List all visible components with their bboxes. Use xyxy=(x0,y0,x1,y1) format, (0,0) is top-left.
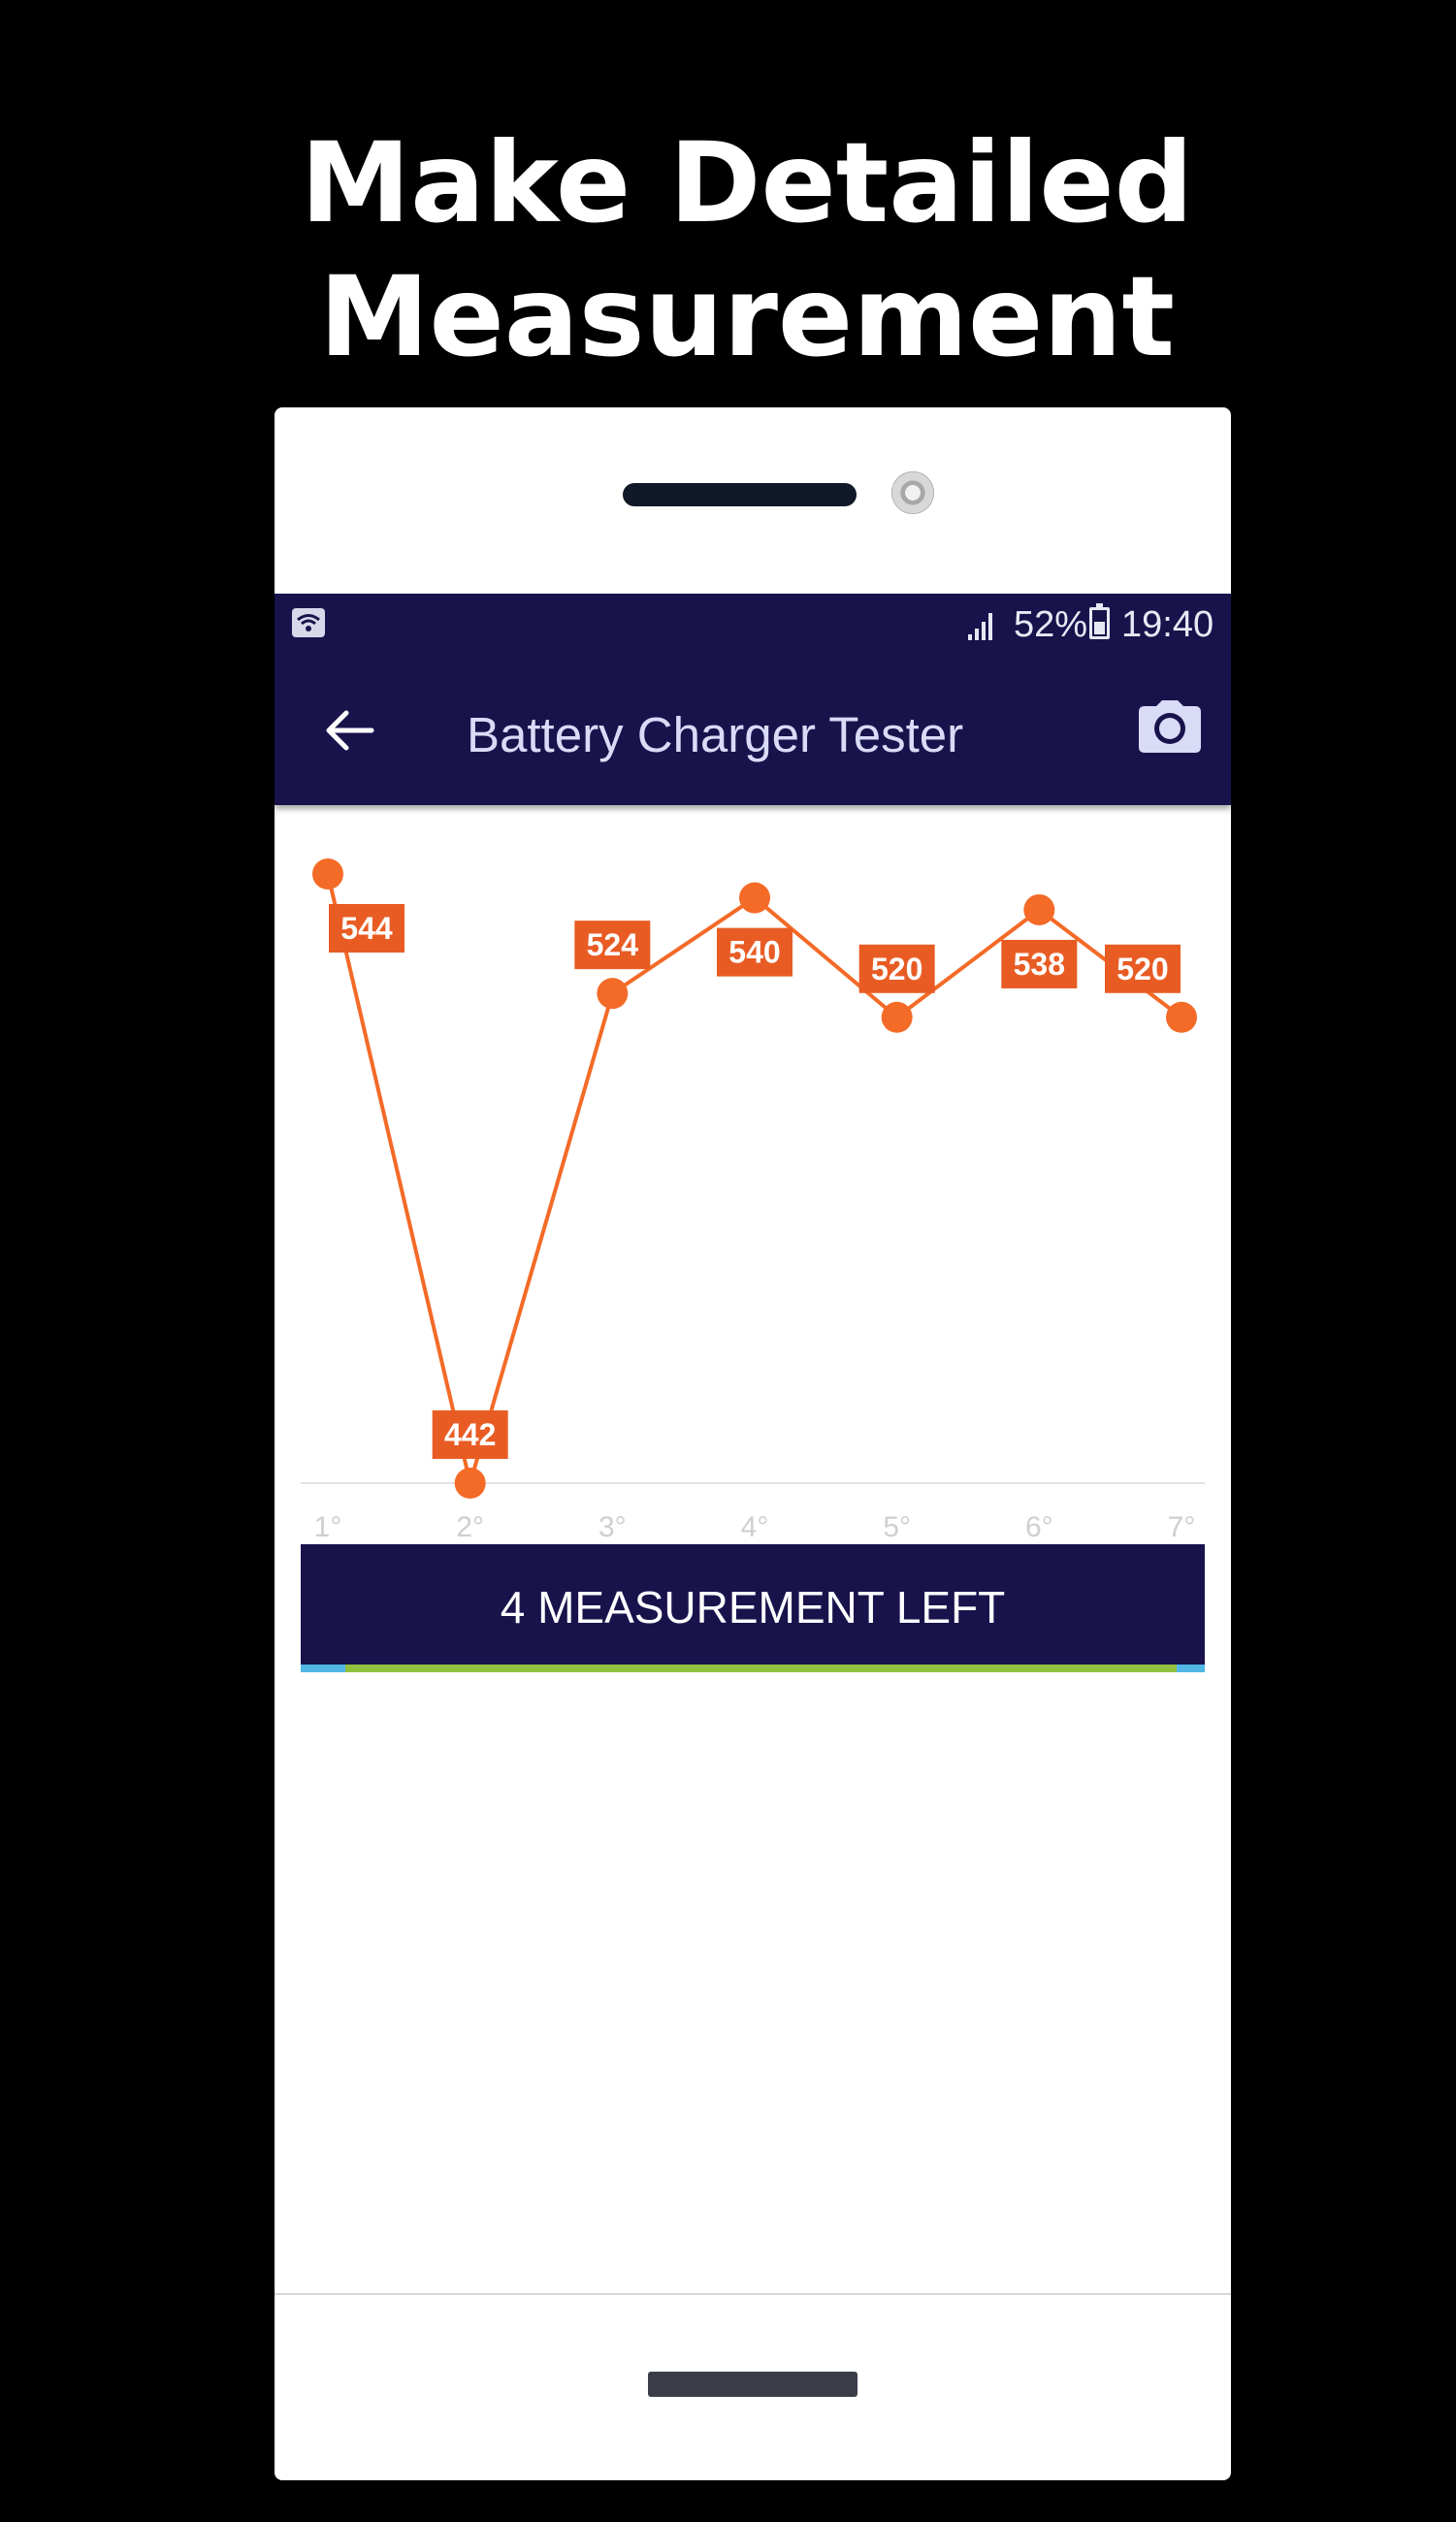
measurement-progress-bar xyxy=(301,1665,1205,1672)
app-bar: Battery Charger Tester xyxy=(275,658,1231,805)
data-label: 442 xyxy=(444,1417,496,1452)
camera-button[interactable] xyxy=(1133,693,1207,766)
phone-frame: 52% 19:40 Battery Charger Tester 544 1° 44… xyxy=(275,407,1231,2480)
data-label-box xyxy=(858,944,935,993)
nav-divider xyxy=(275,2293,1231,2295)
headline-line-1: Make Detailed xyxy=(300,118,1194,247)
data-label: 540 xyxy=(728,935,780,970)
front-camera-lens xyxy=(891,471,934,514)
data-point xyxy=(597,978,629,1010)
status-bar: 52% 19:40 xyxy=(275,594,1231,658)
home-indicator[interactable] xyxy=(648,2372,857,2397)
phone-speaker xyxy=(623,483,857,506)
wifi-icon xyxy=(292,608,325,637)
signal-strength-icon xyxy=(968,613,999,640)
data-point xyxy=(1023,893,1055,925)
measurement-left-label: 4 MEASUREMENT LEFT xyxy=(500,1582,1006,1633)
data-point xyxy=(881,1001,913,1033)
back-button[interactable] xyxy=(317,698,381,762)
line-chart: 544 1° 442 2° 524 3° 540 4° 520 5° 538 6° 520 7° xyxy=(301,858,1205,1543)
data-label-box xyxy=(329,904,404,953)
measurement-progress-fill xyxy=(345,1665,1178,1672)
data-label: 538 xyxy=(1014,947,1065,982)
battery-icon xyxy=(1089,603,1110,639)
data-label-box xyxy=(1001,939,1078,988)
data-label-box xyxy=(717,927,793,977)
arrow-left-icon xyxy=(326,710,374,751)
x-tick-label: 2° xyxy=(456,1511,484,1543)
x-tick-label: 7° xyxy=(1168,1511,1196,1543)
x-tick-label: 5° xyxy=(883,1511,911,1543)
data-point xyxy=(312,858,343,889)
headline-line-2: Measurement xyxy=(319,252,1175,381)
camera-icon xyxy=(1139,700,1201,753)
data-label: 544 xyxy=(340,911,393,946)
x-tick-label: 6° xyxy=(1025,1511,1053,1543)
battery-percentage: 52% xyxy=(1014,604,1088,645)
data-label: 524 xyxy=(587,927,639,962)
headline: Make Detailed Measurement xyxy=(0,116,1456,384)
data-point xyxy=(454,1468,486,1499)
x-tick-label: 3° xyxy=(599,1511,627,1543)
data-label-box xyxy=(574,921,651,970)
data-label: 520 xyxy=(1116,952,1168,986)
data-point xyxy=(1166,1001,1197,1033)
x-tick-label: 4° xyxy=(741,1511,769,1543)
status-time: 19:40 xyxy=(1121,604,1214,645)
x-tick-label: 1° xyxy=(314,1511,342,1543)
data-label-box xyxy=(1105,944,1181,993)
data-point xyxy=(739,882,770,914)
app-title: Battery Charger Tester xyxy=(467,707,964,762)
data-label-box xyxy=(432,1410,508,1459)
measurement-chart: 544 1° 442 2° 524 3° 540 4° 520 5° 538 6° 520 7° xyxy=(275,805,1231,1543)
measurement-left-button[interactable]: 4 MEASUREMENT LEFT xyxy=(301,1544,1205,1665)
data-label: 520 xyxy=(871,952,922,986)
